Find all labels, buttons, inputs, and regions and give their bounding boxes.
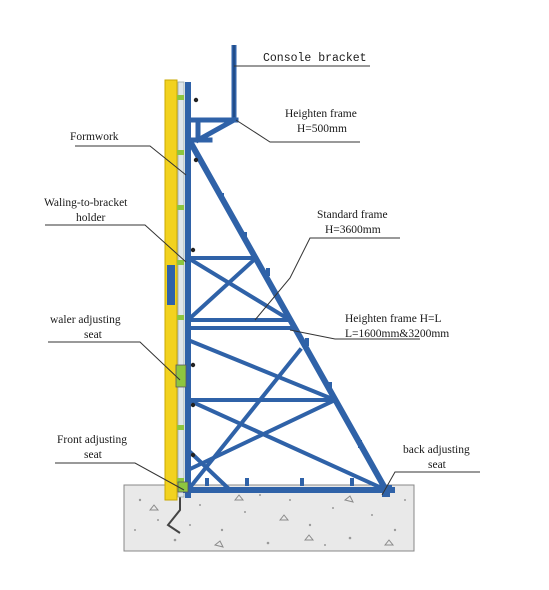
label-front-adjusting-seat: Front adjusting (57, 434, 127, 446)
formwork-panel (164, 79, 185, 501)
label-console-bracket: Console bracket (263, 52, 367, 65)
label-waler-adjusting-seat-2: seat (84, 329, 103, 341)
label-waling-holder: Waling-to-bracket (44, 197, 128, 209)
waler-adjusting-seat-part (175, 364, 187, 388)
label-heighten-frame-l: Heighten frame H=L (345, 313, 442, 325)
label-front-adjusting-seat-2: seat (84, 449, 103, 461)
heighten-frame-top (185, 116, 239, 144)
frame-bracing (185, 255, 389, 493)
label-standard-frame: Standard frame (317, 209, 388, 221)
label-waling-holder-2: holder (76, 212, 106, 224)
label-back-adjusting-seat: back adjusting (403, 444, 470, 456)
label-standard-frame-size: H=3600mm (325, 224, 381, 236)
frame-bolts (190, 97, 199, 458)
support-frame (183, 82, 395, 498)
label-heighten-frame-l-size: L=1600mm&3200mm (345, 328, 449, 340)
leader-lines (45, 65, 480, 496)
label-back-adjusting-seat-2: seat (428, 459, 447, 471)
frame-horizontals (186, 256, 337, 402)
label-heighten-frame-top: Heighten frame (285, 108, 357, 120)
label-waler-adjusting-seat: waler adjusting (50, 314, 121, 326)
label-heighten-frame-top-size: H=500mm (297, 123, 347, 135)
label-formwork: Formwork (70, 131, 119, 143)
back-adjusting-seat-part (382, 485, 390, 497)
